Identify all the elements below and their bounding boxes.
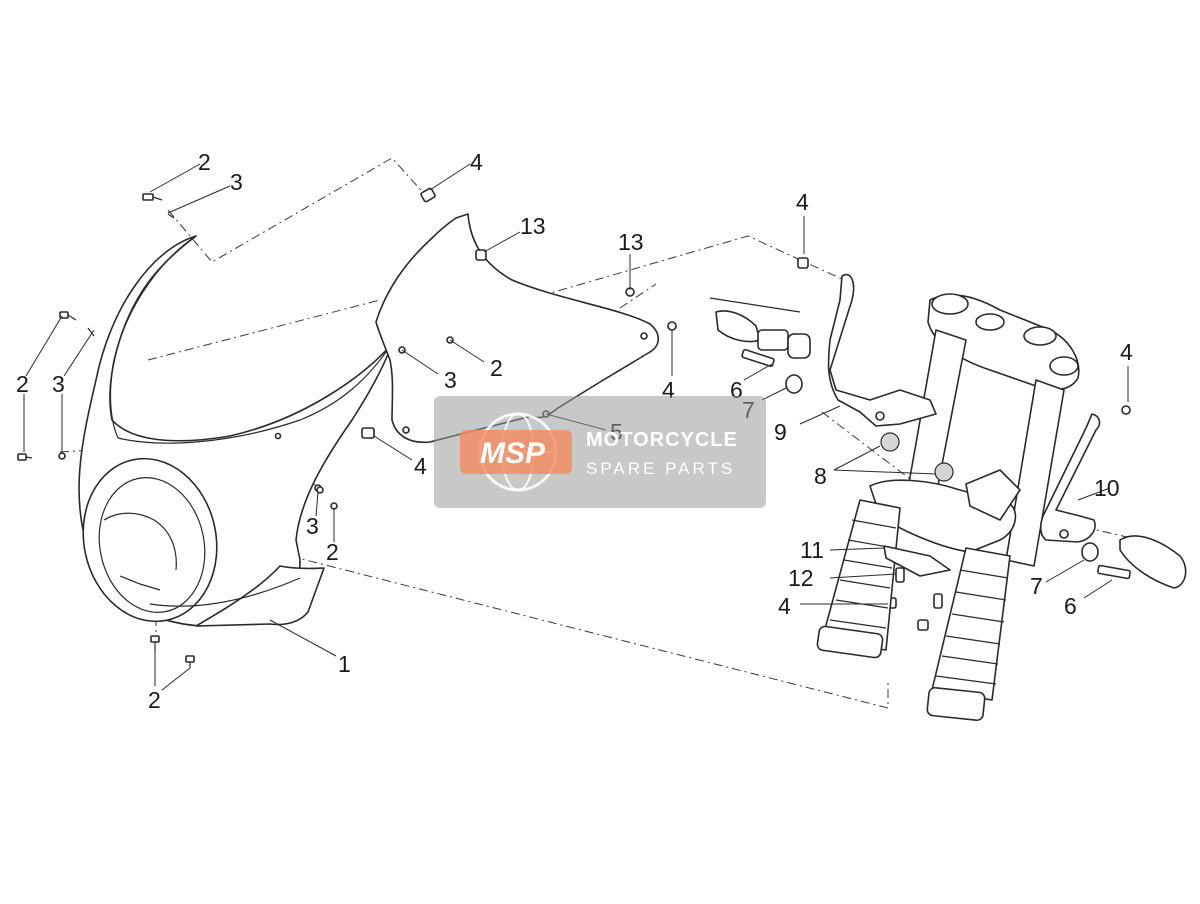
callout-2: 2: [198, 149, 211, 175]
watermark-subtitle: SPARE PARTS: [586, 459, 735, 478]
callout-2: 2: [148, 687, 161, 713]
callout-13: 13: [520, 213, 546, 239]
callout-4: 4: [470, 149, 483, 175]
callout-6: 6: [1064, 593, 1077, 619]
callout-2: 2: [490, 355, 503, 381]
watermark-panel: [434, 396, 766, 508]
callout-4: 4: [778, 593, 791, 619]
callout-1: 1: [338, 651, 351, 677]
callout-4: 4: [796, 189, 809, 215]
leader-lines: [23, 163, 1129, 691]
callout-10: 10: [1094, 475, 1120, 501]
callout-4: 4: [1120, 339, 1133, 365]
callout-3: 3: [230, 169, 243, 195]
front-fairing: [58, 235, 393, 627]
watermark-logo-badge: [460, 430, 572, 474]
callout-numbers: 2 3 4 13 13 4 2 3 2 3 4 4 5 3 2 1 2 6 7 …: [16, 149, 1133, 713]
callout-8: 8: [814, 463, 827, 489]
callout-3: 3: [444, 367, 457, 393]
callout-3: 3: [306, 513, 319, 539]
watermark: MSP MOTORCYCLE SPARE PARTS: [434, 396, 766, 508]
fork-assembly: [709, 273, 1187, 722]
callout-3: 3: [52, 371, 65, 397]
callout-9: 9: [774, 419, 787, 445]
callout-11: 11: [800, 537, 824, 563]
callout-4: 4: [414, 453, 427, 479]
callout-2: 2: [16, 371, 29, 397]
callout-7: 7: [1030, 573, 1043, 599]
watermark-logo: MSP: [480, 437, 546, 470]
fork-gaiter-right: [926, 547, 1011, 722]
callout-2: 2: [326, 539, 339, 565]
watermark-title: MOTORCYCLE: [586, 429, 738, 451]
fork-gaiter-left: [816, 499, 901, 659]
callout-13: 13: [618, 229, 644, 255]
callout-12: 12: [788, 565, 814, 591]
